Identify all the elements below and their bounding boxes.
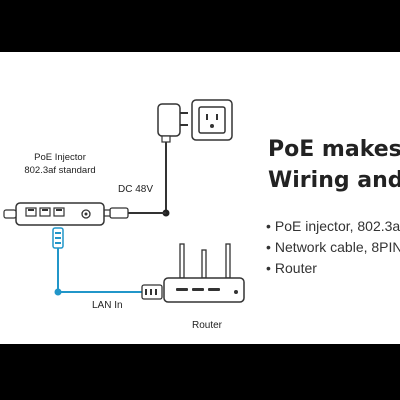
lan-in-label: LAN In bbox=[92, 300, 123, 311]
router-label: Router bbox=[192, 320, 223, 331]
wall-outlet-icon bbox=[191, 99, 233, 141]
rj45-plug-icon bbox=[52, 227, 64, 249]
network-cable bbox=[57, 248, 142, 293]
poe-wiring-diagram: DC 48V PoE Injector 802.3af standard bbox=[3, 99, 245, 331]
bullet-item: •PoE injector, 802.3a bbox=[266, 216, 400, 237]
headline: PoE makes Wiring and bbox=[268, 134, 400, 196]
bullet-dot: • bbox=[266, 260, 271, 276]
headline-line-2: Wiring and bbox=[268, 168, 400, 193]
power-adapter-icon bbox=[157, 103, 188, 143]
injector-name-label: PoE Injector bbox=[34, 152, 86, 163]
bullet-dot: • bbox=[266, 239, 271, 255]
injector-standard-label: 802.3af standard bbox=[24, 165, 95, 176]
bullet-list: •PoE injector, 802.3a •Network cable, 8P… bbox=[266, 216, 400, 279]
dc-voltage-label: DC 48V bbox=[118, 184, 153, 195]
bullet-item: •Network cable, 8PIN bbox=[266, 237, 400, 258]
bullet-text: Network cable, 8PIN bbox=[274, 239, 400, 255]
diagram-panel: DC 48V PoE Injector 802.3af standard bbox=[0, 52, 400, 344]
router-icon bbox=[163, 243, 245, 303]
bullet-dot: • bbox=[266, 218, 271, 234]
dc-plug-icon bbox=[103, 207, 129, 219]
router-plug-icon bbox=[141, 284, 163, 300]
poe-injector-icon bbox=[15, 202, 105, 226]
cable-junction-dot bbox=[54, 288, 62, 296]
bullet-text: PoE injector, 802.3a bbox=[274, 218, 400, 234]
input-connector bbox=[3, 209, 17, 219]
bullet-text: Router bbox=[274, 260, 317, 276]
headline-line-1: PoE makes bbox=[268, 137, 400, 162]
bullet-item: •Router bbox=[266, 258, 400, 279]
